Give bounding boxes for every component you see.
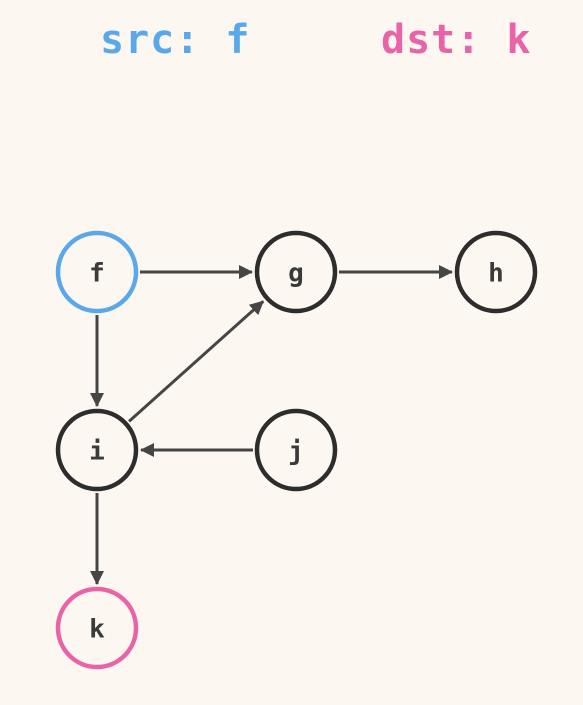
node-i: i [55, 408, 139, 492]
node-label-h: h [488, 259, 504, 289]
destination-label: dst: k [381, 17, 532, 63]
nodes-layer: f g h i j k [55, 230, 538, 670]
header: src: f dst: k [0, 14, 583, 74]
node-circle-g [254, 230, 338, 314]
node-k: k [55, 586, 139, 670]
node-f: f [55, 230, 139, 314]
node-h: h [454, 230, 538, 314]
node-label-i: i [89, 437, 105, 467]
node-g: g [254, 230, 338, 314]
node-label-k: k [89, 615, 105, 645]
node-circle-f [55, 230, 139, 314]
source-label: src: f [100, 17, 251, 63]
node-circle-h [454, 230, 538, 314]
node-j: j [254, 408, 338, 492]
node-label-f: f [89, 259, 105, 289]
edges-layer [90, 265, 453, 585]
node-label-j: j [288, 437, 304, 467]
edge-i-to-g [128, 300, 265, 423]
node-circle-j [254, 408, 338, 492]
node-circle-i [55, 408, 139, 492]
node-label-g: g [288, 259, 304, 289]
node-circle-k [55, 586, 139, 670]
